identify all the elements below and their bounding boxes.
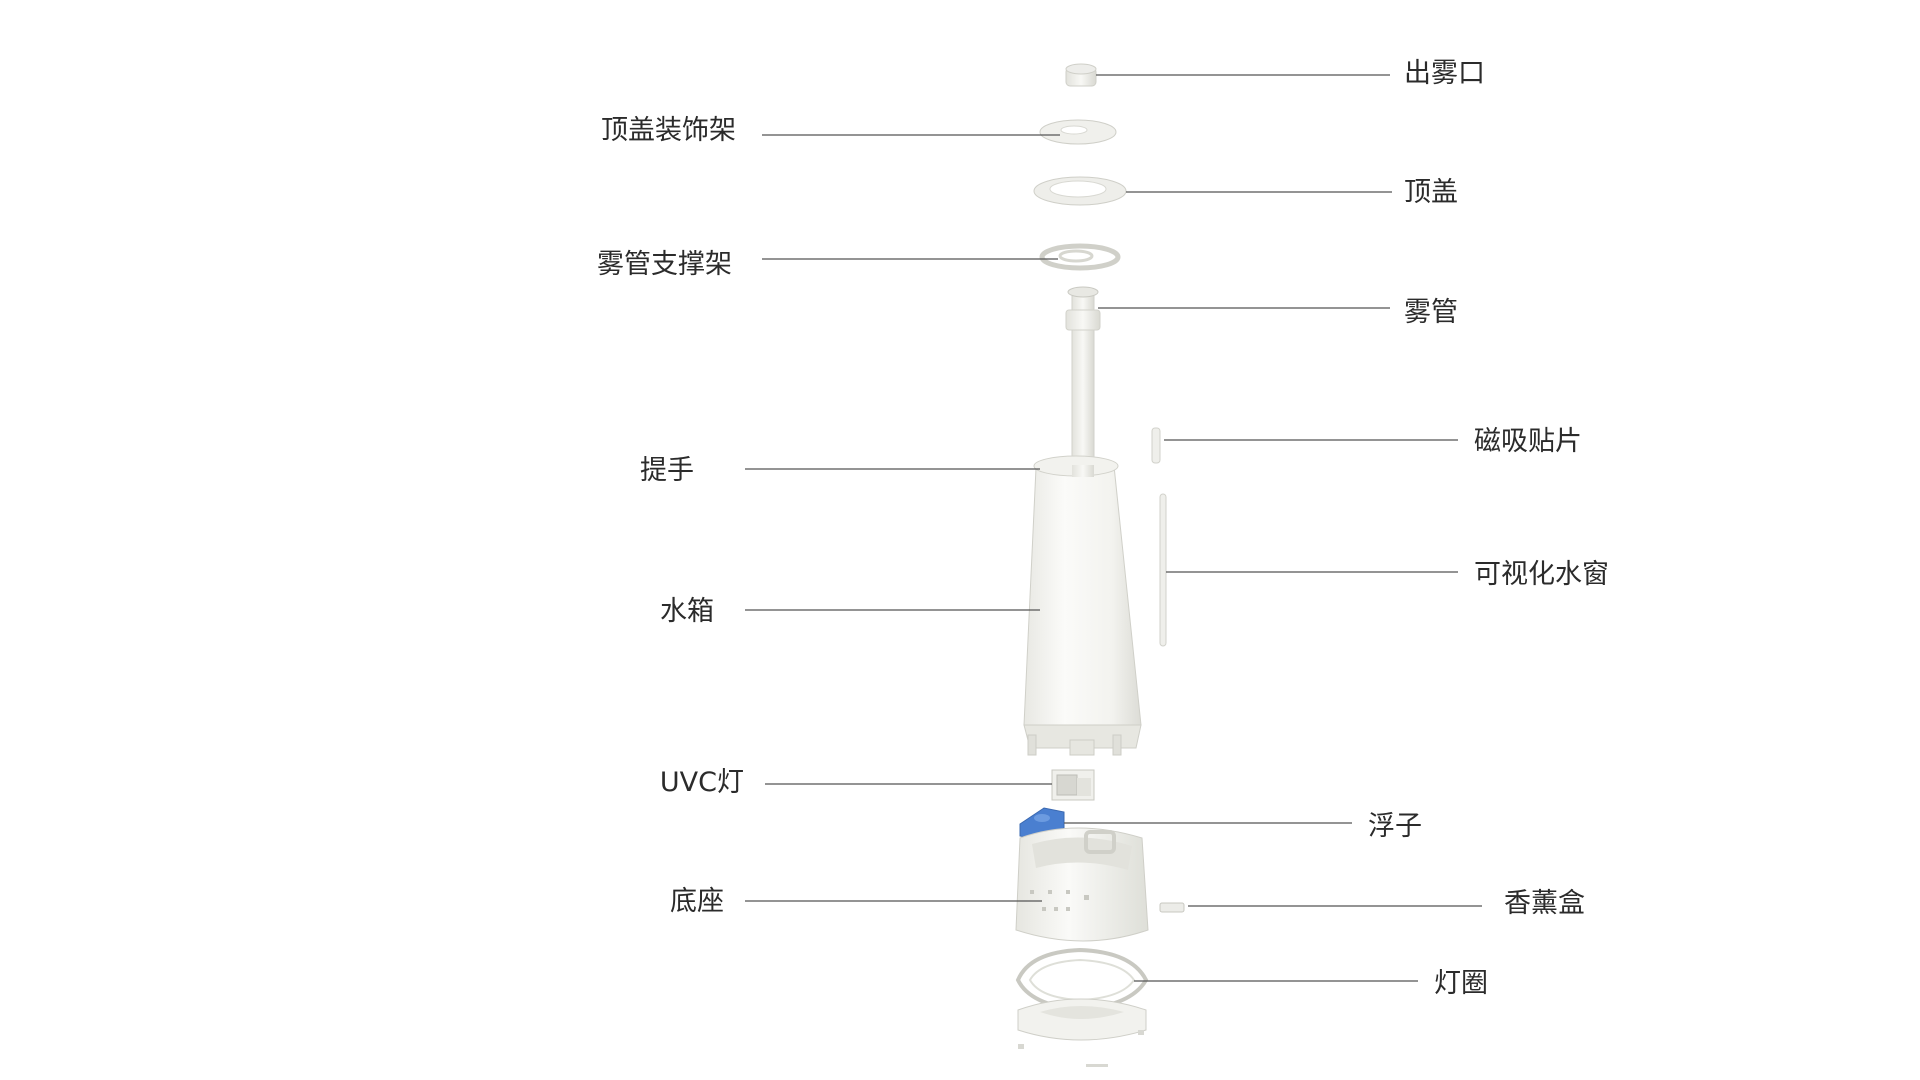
leader-lines	[745, 74, 1482, 982]
water-tank-part	[1023, 455, 1142, 756]
label-visual-water-window: 可视化水窗	[1474, 559, 1609, 590]
label-mist-tube-bracket: 雾管支撑架	[597, 249, 732, 280]
visual-water-window-part	[1159, 493, 1167, 647]
label-top-cover: 顶盖	[1404, 177, 1458, 208]
label-magnetic-patch: 磁吸贴片	[1474, 426, 1582, 457]
label-mist-outlet: 出雾口	[1404, 58, 1485, 89]
label-base: 底座	[670, 886, 724, 917]
mist-outlet-part	[1065, 63, 1097, 87]
label-uvc-lamp: UVC灯	[659, 767, 744, 798]
label-top-cover-frame: 顶盖装饰架	[601, 115, 736, 146]
mist-tube-part	[1065, 286, 1101, 478]
label-float: 浮子	[1368, 811, 1422, 842]
label-light-ring: 灯圈	[1434, 968, 1488, 999]
label-water-tank: 水箱	[660, 596, 714, 627]
label-handle: 提手	[640, 455, 694, 486]
magnetic-patch-part	[1151, 427, 1161, 464]
aroma-box-part	[1159, 902, 1185, 913]
top-cover-part	[1033, 176, 1127, 206]
base-part	[1015, 827, 1149, 942]
uvc-lamp-part	[1051, 769, 1095, 801]
bottom-plate-part	[1017, 998, 1147, 1067]
label-aroma-box: 香薰盒	[1504, 888, 1585, 919]
top-cover-frame-part	[1039, 119, 1117, 145]
mist-tube-bracket-part	[1039, 243, 1121, 271]
label-mist-tube: 雾管	[1404, 297, 1458, 328]
